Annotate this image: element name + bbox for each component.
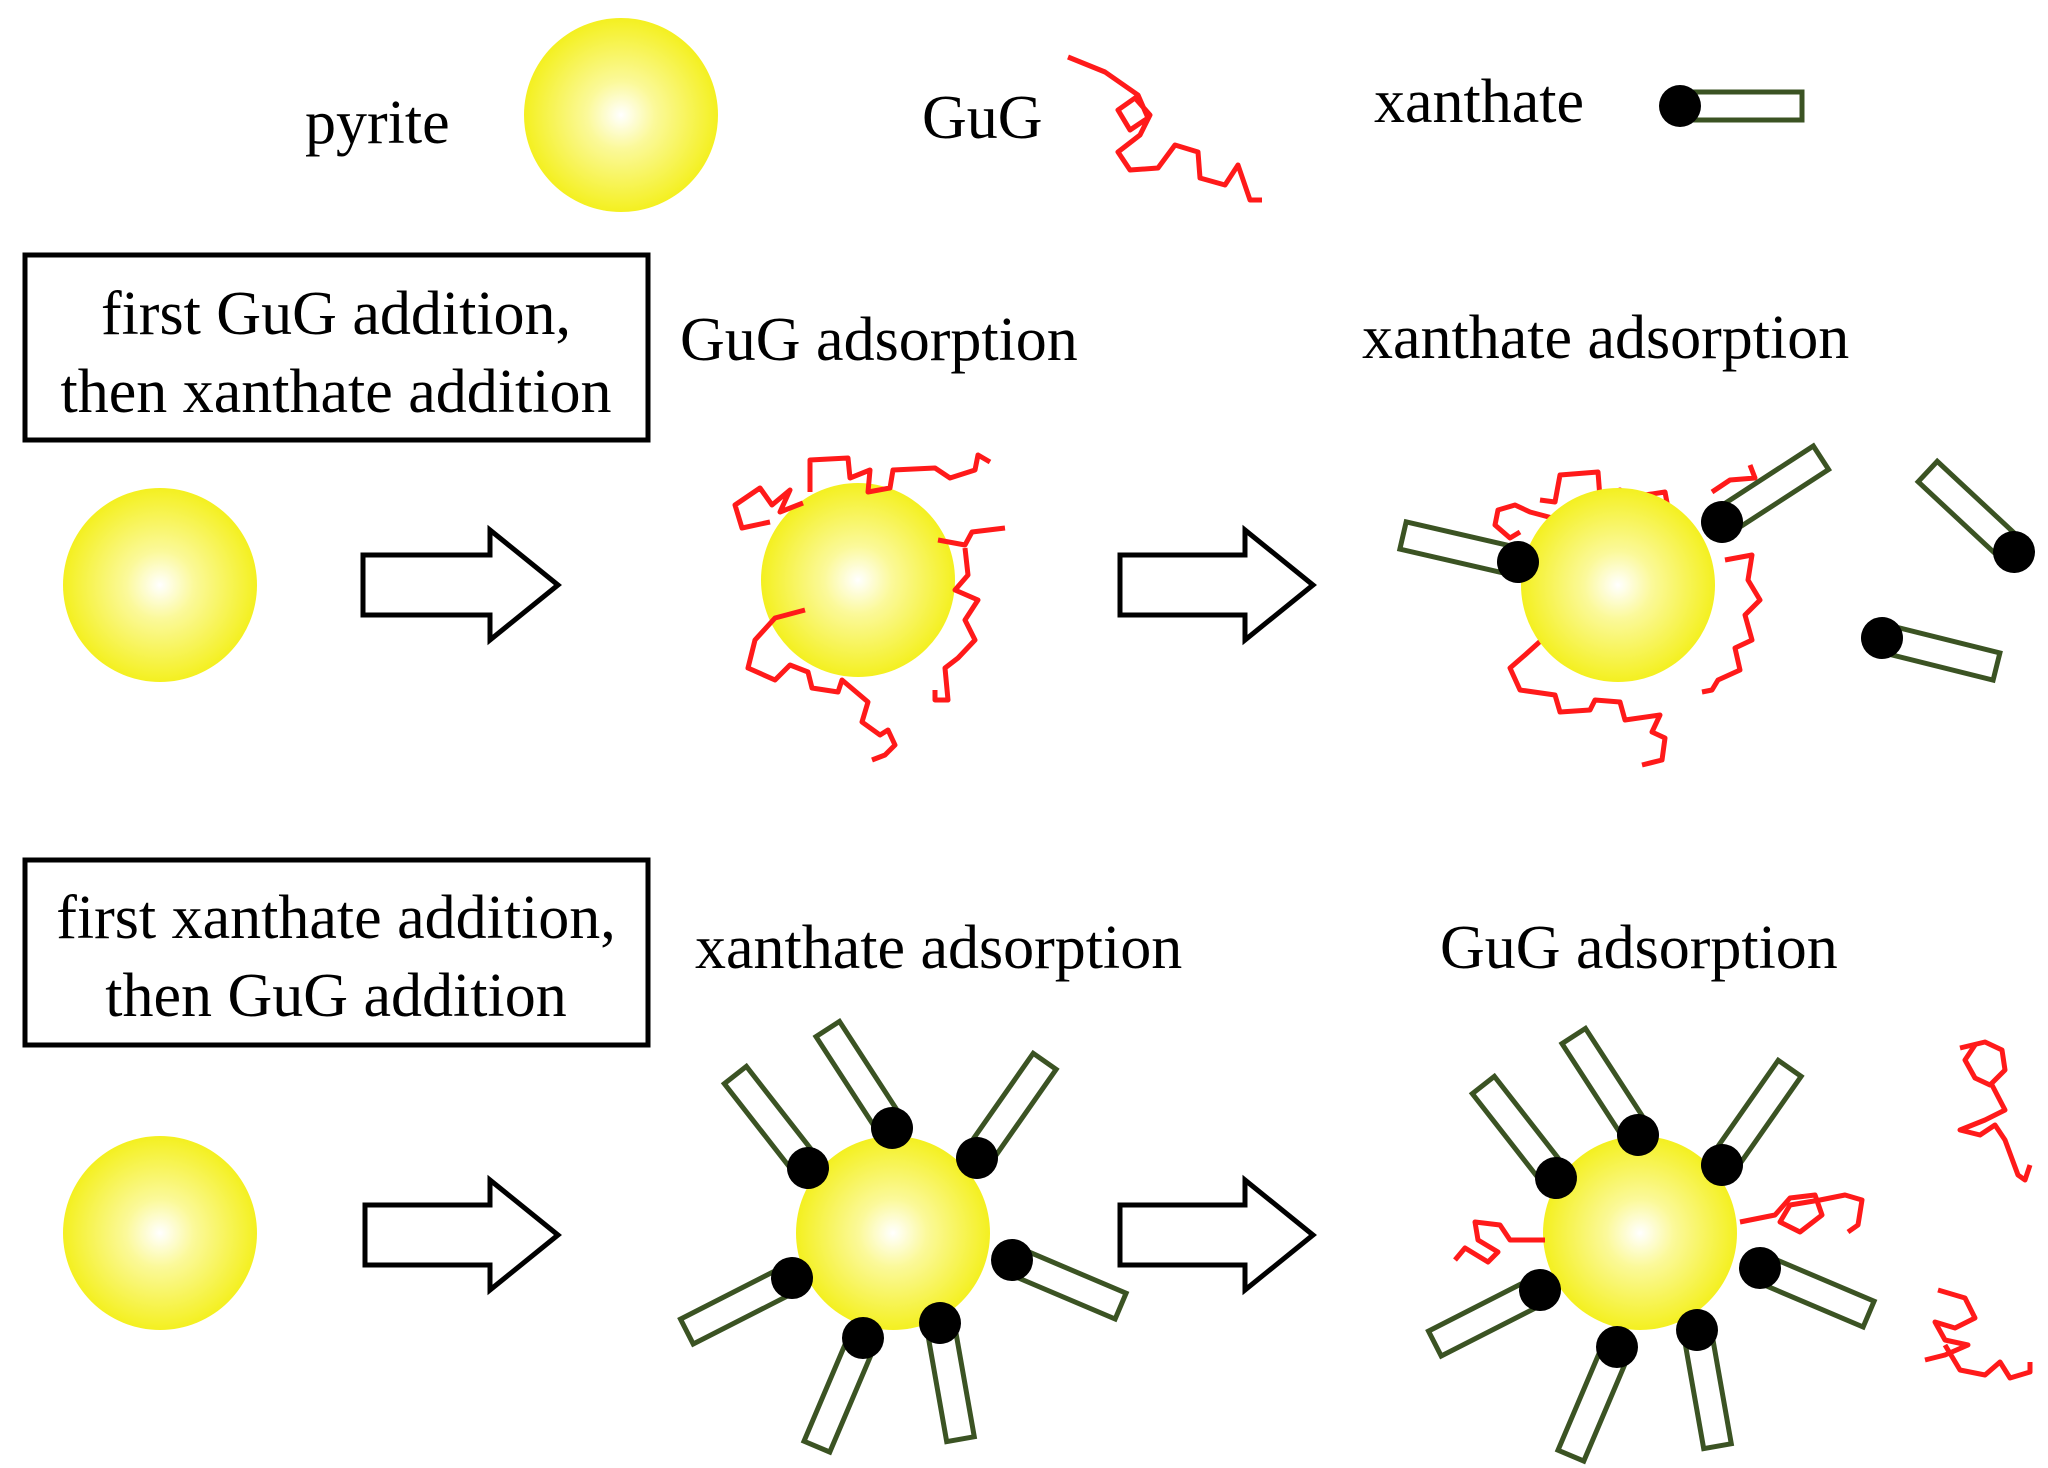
row1-arrow-2 [1117, 524, 1317, 646]
row1-arrow-1 [360, 524, 562, 646]
row2-free-gug-2 [1924, 1287, 2033, 1381]
row1-step2-label: xanthate adsorption [1362, 304, 1849, 372]
row2-condition-box: first xanthate addition, then GuG additi… [22, 857, 651, 1048]
legend-gug-chain [1067, 54, 1262, 203]
row1-gug-coated-pyrite [732, 452, 1006, 763]
row2-bare-pyrite [63, 1136, 257, 1330]
row2-arrow-2 [1117, 1174, 1317, 1296]
legend-xanthate-label: xanthate [1374, 68, 1584, 136]
legend-pyrite-sphere [524, 18, 718, 212]
legend-xanthate-molecule [1659, 85, 1805, 127]
row1-box-line2: then xanthate addition [61, 358, 612, 426]
row1-free-xanthate-2 [1857, 613, 2002, 687]
row2-arrow-1 [362, 1174, 562, 1296]
legend-pyrite-label: pyrite [305, 89, 450, 157]
row1-bare-pyrite [63, 488, 257, 682]
legend-gug-label: GuG [922, 84, 1043, 152]
row1-gug-xanthate-pyrite [1398, 440, 1832, 768]
row1-step1-label: GuG adsorption [680, 306, 1078, 374]
row2-xanthate-coated-pyrite [677, 1018, 1128, 1455]
row2-xanthate-gug-pyrite [1425, 1025, 1876, 1464]
row2-free-gug-1 [1957, 1039, 2033, 1183]
row1-condition-box: first GuG addition, then xanthate additi… [22, 252, 651, 443]
row2-step2-label: GuG adsorption [1440, 914, 1838, 982]
row2-box-line1: first xanthate addition, [56, 884, 616, 952]
row2-step1-label: xanthate adsorption [695, 914, 1182, 982]
row1-free-xanthate-1 [1913, 456, 2043, 582]
row2-box-line2: then GuG addition [105, 962, 567, 1030]
row1-box-line1: first GuG addition, [101, 280, 571, 348]
